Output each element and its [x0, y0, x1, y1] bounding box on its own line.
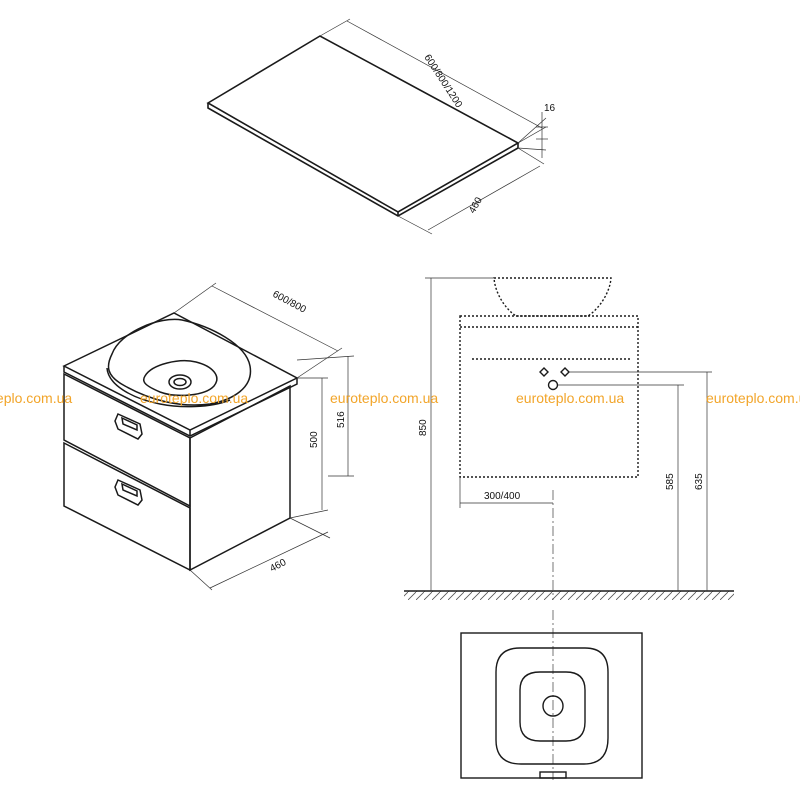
countertop-width-dimline — [346, 20, 543, 129]
drain-connection — [547, 379, 559, 391]
watermark-1: euroteplo.com.ua — [0, 390, 72, 406]
plan-view-basin-inner — [519, 671, 586, 742]
floor — [404, 590, 734, 600]
drawer-bottom-handle — [114, 479, 143, 506]
watermark-5: euroteplo.com.ua — [706, 390, 800, 406]
cabinet-iso-depth-dimline — [209, 531, 329, 589]
countertop-thickness-label: 16 — [544, 103, 556, 114]
cabinet-iso-total-height-label: 516 — [336, 411, 347, 428]
cabinet-iso-width-label: 600/800 — [271, 289, 308, 316]
countertop-front-edge — [207, 103, 519, 217]
front-view-dimensions — [425, 277, 712, 591]
cabinet-iso-drawing — [62, 312, 299, 572]
drawer-top-handle — [114, 413, 143, 440]
supply-connection-right — [560, 367, 570, 377]
countertop-depth-label: 460 — [467, 195, 485, 215]
plan-view-drain — [542, 695, 564, 717]
plan-view-drawing — [460, 632, 643, 779]
countertop-top-face — [206, 35, 520, 213]
plan-view-faucet-mount — [539, 771, 567, 779]
watermark-4: euroteplo.com.ua — [516, 390, 624, 406]
cabinet-iso-dimensions — [173, 282, 355, 591]
cabinet-iso-drain — [168, 374, 192, 390]
front-view-total-height-label: 850 — [418, 419, 429, 436]
watermark-2: euroteplo.com.ua — [140, 390, 248, 406]
cabinet-iso-depth-label: 460 — [268, 557, 288, 575]
cabinet-iso-basin-inner — [142, 360, 218, 397]
countertop-drawing — [206, 35, 520, 217]
cabinet-iso-basin-rim — [107, 318, 252, 406]
front-view-supply-height-label: 635 — [694, 473, 705, 490]
plan-view-basin-outer — [495, 647, 609, 765]
front-view-basin — [493, 277, 612, 317]
watermark-3: euroteplo.com.ua — [330, 390, 438, 406]
front-view-drawing — [459, 277, 639, 478]
cabinet-iso-height-label: 500 — [309, 431, 320, 448]
cabinet-iso-width-dimline — [211, 285, 339, 352]
countertop-dimensions — [319, 18, 548, 235]
front-view-drain-height-label: 585 — [665, 473, 676, 490]
cabinet-iso-drawer-bottom — [63, 441, 191, 572]
supply-connection-left — [539, 367, 549, 377]
countertop-depth-dimline — [427, 165, 541, 231]
front-view-cabinet — [459, 315, 639, 478]
front-view-offset-label: 300/400 — [484, 491, 521, 502]
cabinet-iso-top-face — [62, 312, 299, 431]
cabinet-iso-side-face — [189, 384, 291, 572]
plan-view-countertop — [460, 632, 643, 779]
